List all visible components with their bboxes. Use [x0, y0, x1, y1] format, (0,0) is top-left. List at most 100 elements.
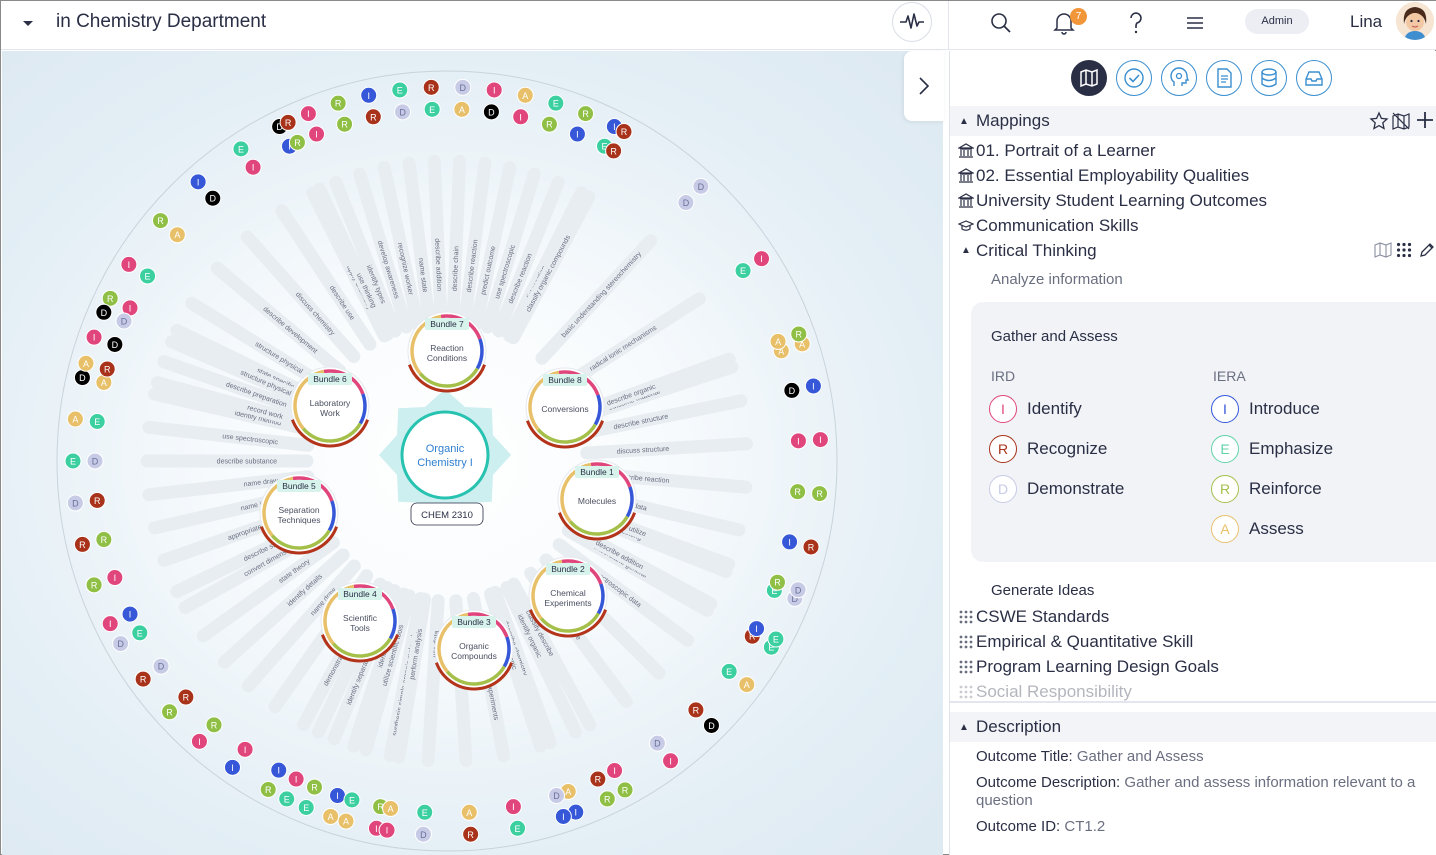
level-badge-dot[interactable]: R — [540, 115, 558, 133]
outcome-spoke[interactable] — [217, 548, 350, 669]
document-button[interactable] — [1206, 60, 1242, 96]
outcome-spoke[interactable] — [329, 175, 402, 338]
level-badge-dot[interactable]: R — [205, 716, 223, 734]
level-badge-dot[interactable]: R — [768, 573, 786, 591]
level-badge-dot[interactable]: D — [702, 716, 720, 734]
search-icon[interactable] — [988, 10, 1014, 36]
outcome-card[interactable]: Gather and Assess IRD IERA I Identify R … — [971, 302, 1436, 562]
level-badge-dot[interactable]: I — [753, 250, 771, 268]
level-badge-dot[interactable]: R — [88, 492, 106, 510]
mappings-section-header[interactable]: ▲ Mappings — [950, 106, 1436, 136]
level-badge-dot[interactable]: E — [720, 662, 738, 680]
level-badge-dot[interactable]: A — [77, 354, 95, 372]
level-badge-dot[interactable]: A — [460, 803, 478, 821]
inbox-button[interactable] — [1296, 60, 1332, 96]
collapse-triangle-icon[interactable]: ▲ — [959, 721, 969, 733]
level-badge-dot[interactable]: A — [322, 807, 340, 825]
grid-icon[interactable] — [1396, 242, 1412, 263]
outcome-spoke[interactable] — [240, 230, 361, 363]
level-badge-dot[interactable]: D — [66, 494, 84, 512]
level-badge-dot[interactable]: R — [790, 325, 808, 343]
level-badge-dot[interactable]: A — [516, 86, 534, 104]
iera-level-assess[interactable]: A Assess — [1211, 514, 1304, 544]
bell-icon[interactable] — [1051, 10, 1077, 36]
level-badge-dot[interactable]: E — [391, 81, 409, 99]
user-name[interactable]: Lina — [1350, 12, 1383, 31]
mapping-item[interactable]: 01. Portrait of a Learner — [956, 138, 1156, 163]
level-badge-dot[interactable]: I — [504, 798, 522, 816]
level-badge-dot[interactable]: I — [308, 125, 326, 143]
level-badge-dot[interactable]: I — [223, 758, 241, 776]
outcome-spoke[interactable] — [427, 154, 448, 328]
level-badge-dot[interactable]: E — [232, 140, 250, 158]
level-badge-dot[interactable]: D — [115, 312, 133, 330]
outcome-spoke[interactable] — [359, 589, 416, 757]
outcome-spoke[interactable] — [469, 161, 517, 331]
level-badge-dot[interactable]: A — [337, 812, 355, 830]
level-badge-dot[interactable]: R — [177, 688, 195, 706]
collapse-triangle-icon[interactable]: ▲ — [959, 115, 969, 127]
level-badge-dot[interactable]: D — [548, 787, 566, 805]
level-badge-dot[interactable]: D — [112, 635, 130, 653]
level-badge-dot[interactable]: R — [95, 531, 113, 549]
level-badge-dot[interactable]: E — [88, 412, 106, 430]
outcome-spoke[interactable] — [353, 167, 413, 334]
level-badge-dot[interactable]: I — [662, 752, 680, 770]
level-badge-dot[interactable]: E — [131, 624, 149, 642]
level-badge-dot[interactable]: I — [360, 86, 378, 104]
ird-level-demonstrate[interactable]: D Demonstrate — [989, 474, 1124, 504]
level-badge-dot[interactable]: D — [73, 369, 91, 387]
outcome-spoke[interactable] — [241, 559, 361, 693]
level-badge-dot[interactable]: R — [615, 123, 633, 141]
outcome-spoke[interactable] — [492, 175, 565, 338]
level-badge-dot[interactable]: R — [605, 142, 623, 160]
collapse-panel-button[interactable] — [904, 51, 944, 121]
sub-outcome-label[interactable]: Analyze information — [991, 271, 1123, 288]
mapping-item[interactable]: Communication Skills — [956, 213, 1139, 238]
mapping-item[interactable]: University Student Learning Outcomes — [956, 188, 1267, 213]
collapse-triangle-icon[interactable]: ▲ — [961, 245, 971, 256]
outcome-spoke[interactable] — [313, 182, 395, 341]
level-badge-dot[interactable]: R — [598, 790, 616, 808]
level-badge-dot[interactable]: R — [161, 703, 179, 721]
outcome-spoke[interactable] — [275, 204, 377, 351]
level-badge-dot[interactable]: R — [577, 105, 595, 123]
level-badge-dot[interactable]: R — [73, 535, 91, 553]
level-badge-dot[interactable]: R — [802, 538, 820, 556]
level-badge-dot[interactable]: A — [95, 373, 113, 391]
department-title[interactable]: in Chemistry Department — [56, 11, 267, 32]
mapping-item[interactable]: 02. Essential Employability Qualities — [956, 163, 1249, 188]
level-badge-dot[interactable]: D — [204, 189, 222, 207]
outcome-spoke[interactable] — [577, 394, 748, 440]
level-badge-dot[interactable]: D — [677, 194, 695, 212]
level-badge-dot[interactable]: E — [297, 798, 315, 816]
map-icon[interactable] — [1374, 242, 1392, 263]
level-badge-dot[interactable]: D — [454, 78, 472, 96]
level-badge-dot[interactable]: I — [789, 432, 807, 450]
outcome-spoke[interactable] — [421, 594, 445, 767]
level-badge-dot[interactable]: I — [378, 821, 396, 839]
level-badge-dot[interactable]: I — [485, 81, 503, 99]
level-badge-dot[interactable]: D — [152, 657, 170, 675]
outcome-spoke[interactable] — [458, 156, 492, 329]
level-badge-dot[interactable]: E — [278, 790, 296, 808]
curriculum-map[interactable]: apply chemistryIDidentify typesIIdevelop… — [2, 51, 943, 855]
ird-level-recognize[interactable]: R Recognize — [989, 434, 1107, 464]
level-badge-dot[interactable]: I — [568, 125, 586, 143]
iera-level-emphasize[interactable]: E Emphasize — [1211, 434, 1333, 464]
mapping-item[interactable]: Program Learning Design Goals — [956, 654, 1219, 679]
outcome-spoke[interactable] — [500, 580, 583, 739]
course-code-pill[interactable]: CHEM 2310 — [410, 502, 484, 526]
level-badge-dot[interactable]: E — [343, 791, 361, 809]
level-badge-dot[interactable]: D — [783, 381, 801, 399]
mapping-item-expanded[interactable]: ▲ Critical Thinking — [956, 238, 1097, 263]
outcome-spoke[interactable] — [506, 190, 596, 345]
level-badge-dot[interactable]: R — [789, 483, 807, 501]
level-badge-dot[interactable]: I — [781, 533, 799, 551]
database-button[interactable] — [1251, 60, 1287, 96]
iera-level-reinforce[interactable]: R Reinforce — [1211, 474, 1322, 504]
